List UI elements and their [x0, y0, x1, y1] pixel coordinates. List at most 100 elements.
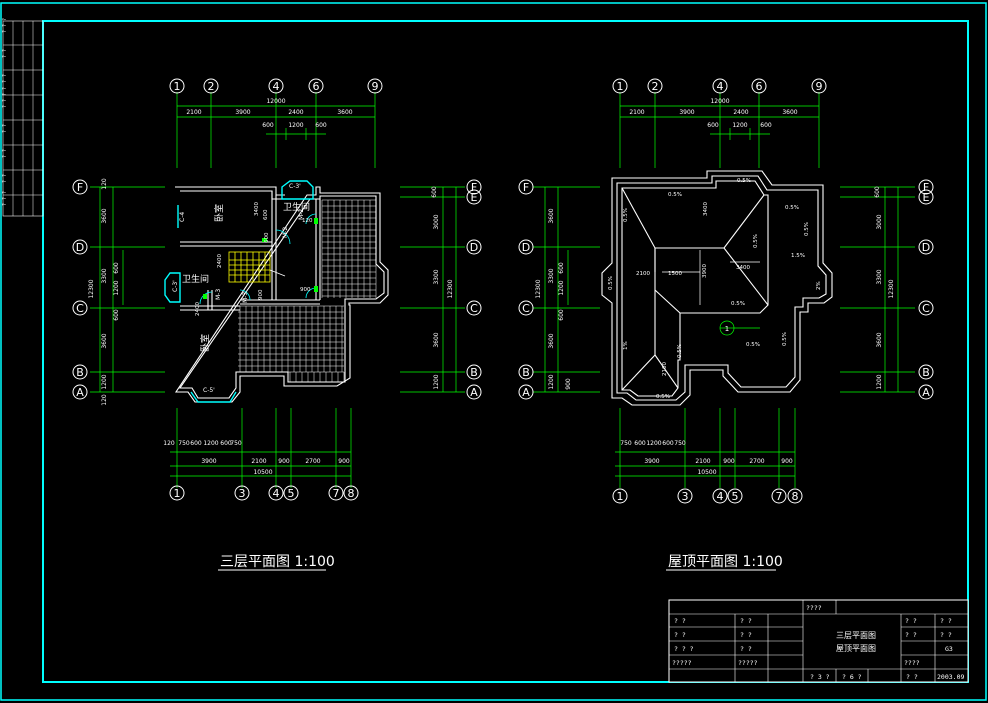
tb-rc01: ? ? — [940, 617, 952, 625]
plan0-left-axis-C-label: C — [76, 302, 84, 315]
plan0-right-axis-A-label: A — [470, 386, 478, 399]
plan1-bottom-dim-3: 2700 — [749, 458, 764, 465]
plan0-right-axis-D-label: D — [470, 241, 478, 254]
plan0-top-axis-1-label: 1 — [174, 80, 181, 93]
plan1-left-dim-6: 1200 — [548, 374, 555, 389]
roof-slope-12: 0.5% — [677, 344, 683, 358]
plan1-top-dim-1: 3900 — [679, 109, 694, 116]
plan0-left-dim-5: 600 — [113, 309, 120, 321]
roof-slope-1: 0.5% — [668, 192, 682, 198]
roof-inner-dim-1: 1500 — [668, 271, 682, 277]
tb-rc12: G3 — [945, 645, 953, 653]
plan1-bottom-axis-1-0-label: 1 — [617, 490, 624, 503]
roof-slope-5: 0.5% — [753, 234, 759, 248]
plan0-bottom-axis-5-3-bubble — [283, 485, 299, 501]
door-label-3: M-2 — [298, 209, 305, 220]
plan1-right-dim-4: 1200 — [876, 374, 883, 389]
plan0-bottom-sub-dim-0: 120 — [163, 440, 175, 447]
side-strip-text-3: ? ? ? ? — [2, 87, 8, 108]
roof-slope-6: 1.5% — [791, 253, 805, 259]
tb-bottom-2: ? ? — [906, 673, 918, 681]
plan1-right-axis-D-bubble — [918, 239, 934, 255]
inner-dim-3: 600 — [264, 232, 270, 243]
inner-dim-5: 120 — [302, 218, 313, 224]
plan1-left-axis-A-label: A — [522, 386, 530, 399]
plan1-bottom-sub-dim-3: 600 — [662, 440, 674, 447]
third-floor-title: 三层平面图 1:100 — [220, 554, 335, 570]
plan1-left-dim-1: 3300 — [548, 268, 555, 283]
plan0-bottom-sub-dim-3: 1200 — [203, 440, 218, 447]
plan1-left-axis-A-bubble — [518, 384, 534, 400]
inner-dim-2: 2400 — [195, 302, 201, 316]
plan1-top-axis-4-label: 4 — [717, 80, 724, 93]
plan1-left-axis-D-bubble — [518, 239, 534, 255]
plan1-right-axis-C-label: C — [922, 302, 930, 315]
plan0-bottom-sub-dim-2: 600 — [190, 440, 202, 447]
plan0-left-axis-B-label: B — [76, 366, 84, 379]
door-label-0: M-2 — [282, 227, 289, 238]
roof-slope-13: 0.5% — [782, 332, 788, 346]
inner-dim-1: 2400 — [217, 254, 223, 268]
plan1-left-dim-3: 1200 — [558, 280, 565, 295]
plan0-left-axis-D-label: D — [76, 241, 84, 254]
side-strip: ? ? ?? ?? ?? ? ? ?? ?? ?? ?? ? ? — [2, 18, 44, 217]
inner-dim-7: 600 — [263, 209, 269, 220]
title-block: ???? ? ? ? ? ? ? ? ? ? ? ? ? ? ????? ???… — [668, 599, 969, 683]
roof-inner-dim-3: 3900 — [702, 264, 708, 278]
plan1-left-axis-C-label: C — [522, 302, 530, 315]
plan0-right-axis-C-label: C — [470, 302, 478, 315]
inner-dim-6: 900 — [300, 287, 311, 293]
plan0-bottom-sub-dim-5: 750 — [230, 440, 242, 447]
plan0-right-dim-4: 1200 — [433, 374, 440, 389]
plan1-right-axis-B-bubble — [918, 364, 934, 380]
plan1-top-axis-2-label: 2 — [652, 80, 659, 93]
roof-slope-8: 0.5% — [608, 276, 614, 290]
plan1-bottom-axis-4-2-bubble — [712, 488, 728, 504]
plan0-top-axis-4-bubble — [268, 78, 284, 94]
plan0-left-axis-B-bubble — [72, 364, 88, 380]
side-strip-text-2: ? ? — [2, 74, 8, 83]
plan1-bottom-axis-8-5-bubble — [787, 488, 803, 504]
plan0-right-axis-E-bubble — [466, 189, 482, 205]
plan0-top-total-dim: 12000 — [266, 98, 285, 105]
plan0-bottom-axis-4-2-label: 4 — [273, 487, 280, 500]
plan0-bottom-dim-4: 900 — [338, 458, 350, 465]
plan1-right-dim-2: 3300 — [876, 269, 883, 284]
plan0-right-axis-A-bubble — [466, 384, 482, 400]
roof-slope-7: 0.5% — [731, 301, 745, 307]
plan1-left-dim-7: 900 — [565, 378, 572, 390]
inner-dim-4: 900 — [258, 289, 264, 300]
plan0-top-dim-0: 2100 — [186, 109, 201, 116]
plan0-left-dim-3: 600 — [113, 262, 120, 274]
plan0-left-axis-C-bubble — [72, 300, 88, 316]
plan0-left-axis-A-bubble — [72, 384, 88, 400]
plan1-bottom-axis-3-1-label: 3 — [682, 490, 689, 503]
plan0-top-axis-4-label: 4 — [273, 80, 280, 93]
plan1-top-sub-dim-1: 1200 — [732, 122, 747, 129]
room-label-2: 卫生间 — [182, 273, 209, 285]
plan0-right-axis-D-bubble — [466, 239, 482, 255]
roof-inner-dim-0: 2100 — [636, 271, 650, 277]
plan0-top-axis-6-bubble — [308, 78, 324, 94]
plan0-right-dim-0: 600 — [431, 186, 438, 198]
plan1-top-axis-9-bubble — [811, 78, 827, 94]
tb-rc11: ? ? — [940, 631, 952, 639]
plan1-right-axis-C-bubble — [918, 300, 934, 316]
plan0-bottom-dim-3: 2700 — [305, 458, 320, 465]
plan1-bottom-sub-dim-4: 750 — [674, 440, 686, 447]
plan0-bottom-axis-8-5-label: 8 — [348, 487, 355, 500]
plan0-left-dim-2: 3300 — [101, 268, 108, 283]
plan0-right-axis-B-label: B — [470, 366, 478, 379]
plan0-top-axis-2-bubble — [203, 78, 219, 94]
plan1-top-dim-0: 2100 — [629, 109, 644, 116]
plan1-bottom-axis-1-0-bubble — [612, 488, 628, 504]
inner-frame — [42, 20, 969, 683]
tb-r1b: ? ? — [740, 617, 752, 625]
roof-slope-14: 0.5% — [746, 342, 760, 348]
plan1-bottom-dim-0: 3900 — [644, 458, 659, 465]
side-strip-text-5: ? ? — [2, 149, 8, 158]
plan1-bottom-sub-dim-1: 600 — [634, 440, 646, 447]
plan1-bottom-axis-8-5-label: 8 — [792, 490, 799, 503]
plan1-right-axis-A-bubble — [918, 384, 934, 400]
